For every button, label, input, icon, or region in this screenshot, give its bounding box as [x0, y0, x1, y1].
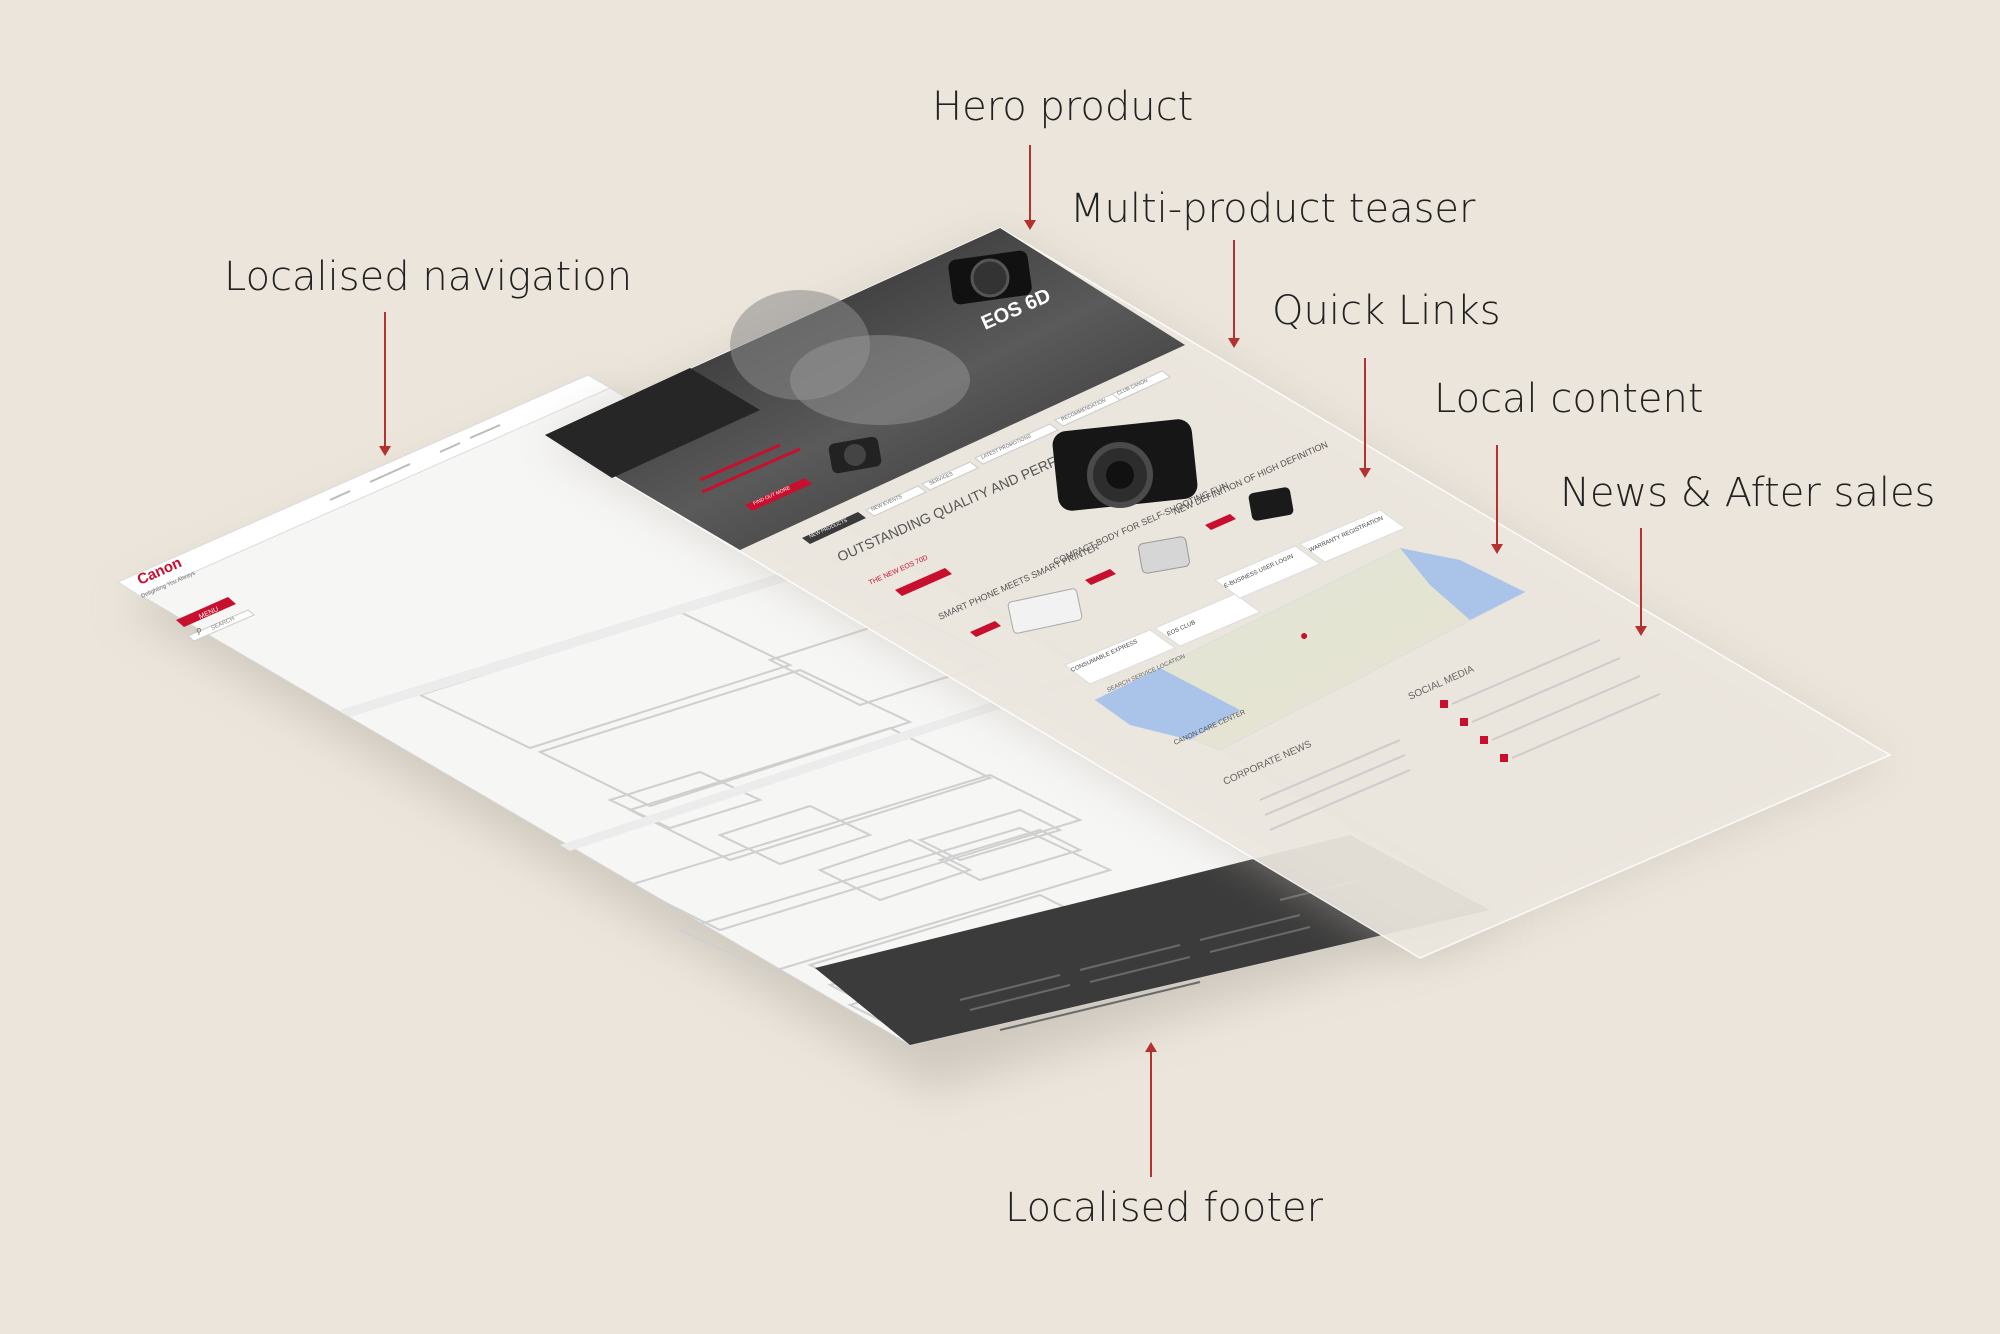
corporate-news-lines	[1259, 739, 1411, 831]
callout-localised-navigation: Localised navigation	[224, 254, 633, 300]
hero-secondary-camera	[828, 436, 882, 474]
teaser-hd-more[interactable]	[1205, 514, 1236, 530]
quick-link-eos-club[interactable]	[1153, 593, 1262, 647]
tab-services[interactable]	[921, 461, 979, 491]
teaser-dslr-camera	[1052, 419, 1198, 511]
quick-link-ebusiness-login[interactable]	[1213, 545, 1322, 599]
search-icon: ⚲	[196, 627, 202, 636]
teaser-compact-more[interactable]	[1085, 569, 1116, 585]
tab-latest-promotions[interactable]	[974, 423, 1059, 465]
callout-hero-product: Hero product	[932, 84, 1194, 130]
eos-camera-image	[948, 250, 1032, 305]
callout-local-content: Local content	[1434, 376, 1704, 422]
callout-localised-footer: Localised footer	[1005, 1185, 1324, 1231]
search-box[interactable]	[187, 609, 255, 642]
teaser-hd-camera	[1248, 487, 1294, 521]
quick-link-consumable-express[interactable]	[1064, 629, 1177, 685]
hero-find-out-more-button[interactable]	[745, 478, 812, 511]
callout-multi-product-teaser: Multi-product teaser	[1070, 186, 1476, 232]
quick-link-warranty-registration[interactable]	[1298, 509, 1407, 563]
header-util-links	[329, 424, 501, 501]
teaser-printer-more[interactable]	[970, 621, 1001, 637]
callout-quick-links: Quick Links	[1272, 288, 1501, 334]
hero-teaser-layer: EOS 6D FIND OUT MORE NEW PRODUCTS NEW EV…	[543, 227, 1892, 960]
hero-model-figure	[730, 290, 870, 400]
teaser-compact-camera	[1138, 536, 1190, 574]
hero-model-shoulder	[790, 335, 970, 425]
tab-club-canon[interactable]	[1111, 370, 1171, 401]
map-water-east	[1400, 548, 1525, 620]
map-pin-icon: ●	[1300, 627, 1308, 643]
map-water	[1095, 668, 1240, 740]
teaser-main-find-out-more[interactable]	[895, 568, 952, 596]
callout-news-after-sales: News & After sales	[1560, 470, 1936, 516]
hero-rock-texture	[545, 368, 760, 478]
hero-headline	[699, 443, 801, 494]
teaser-printer-image	[1007, 588, 1083, 634]
menu-button[interactable]	[176, 597, 236, 627]
social-media-items	[1440, 639, 1661, 762]
hero-product-banner	[545, 228, 1185, 550]
tab-new-events[interactable]	[865, 485, 927, 517]
tab-new-products[interactable]	[802, 512, 866, 544]
callout-arrows	[379, 145, 1647, 1177]
